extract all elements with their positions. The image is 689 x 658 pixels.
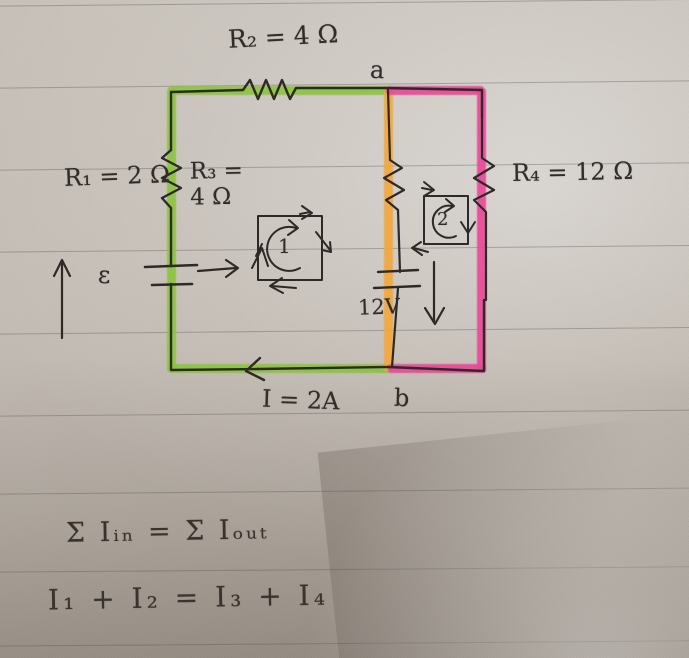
label-node-b: b bbox=[393, 383, 410, 413]
label-battery-12v: 12V bbox=[357, 294, 401, 320]
label-emf: ε bbox=[97, 260, 111, 290]
label-node-a: a bbox=[369, 55, 385, 85]
label-loop-1: 1 bbox=[278, 234, 291, 258]
equation-junction-rule: Σ Iᵢₙ = Σ Iₒᵤₜ bbox=[65, 514, 270, 549]
label-r3: R₃ = 4 Ω bbox=[189, 157, 244, 212]
label-r1: R₁ = 2 Ω bbox=[63, 160, 171, 192]
label-loop-2: 2 bbox=[437, 209, 449, 230]
equation-junction-expanded: I₁ + I₂ = I₃ + I₄ bbox=[47, 578, 330, 617]
label-r2: R₂ = 4 Ω bbox=[227, 19, 339, 54]
wire-middle-orange bbox=[384, 86, 393, 371]
wire-right-pink bbox=[477, 88, 486, 372]
wire-top-right-pink bbox=[386, 86, 484, 95]
label-current: I = 2A bbox=[261, 384, 340, 416]
wire-top-left-green bbox=[168, 86, 390, 95]
label-r4: R₄ = 12 Ω bbox=[511, 156, 634, 188]
